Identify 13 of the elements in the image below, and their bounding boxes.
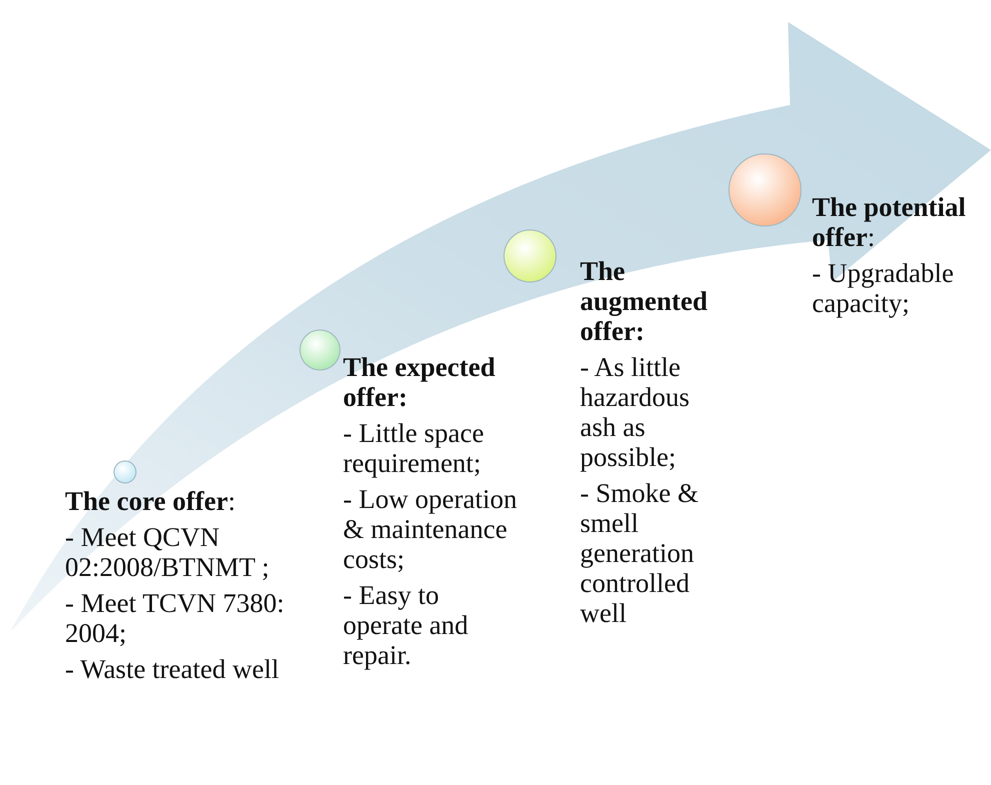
stage-heading: The expected offer: [343,352,496,412]
bullet-text: - Upgradable capacity; [812,258,955,318]
bullet-text: - Waste treated well [65,654,280,684]
bullet-text: - Meet TCVN 7380: 2004; [65,588,286,648]
bullet-text: - Easy to operate and repair. [343,580,470,670]
bullet-text: - Low operation & maintenance costs; [343,484,518,574]
bullet-text: - Meet QCVN 02:2008/BTNMT ; [65,522,270,582]
bullet-text: - As little hazardous ash as possible; [580,352,690,472]
stage-heading: The potential offer: [812,192,967,252]
stage-heading: The core offer: [65,486,236,516]
bullet-text: - Smoke & smell generation controlled well [580,478,700,628]
bullet-text: - Little space requirement; [343,418,485,478]
stage-heading: The augmented offer: [580,256,708,346]
